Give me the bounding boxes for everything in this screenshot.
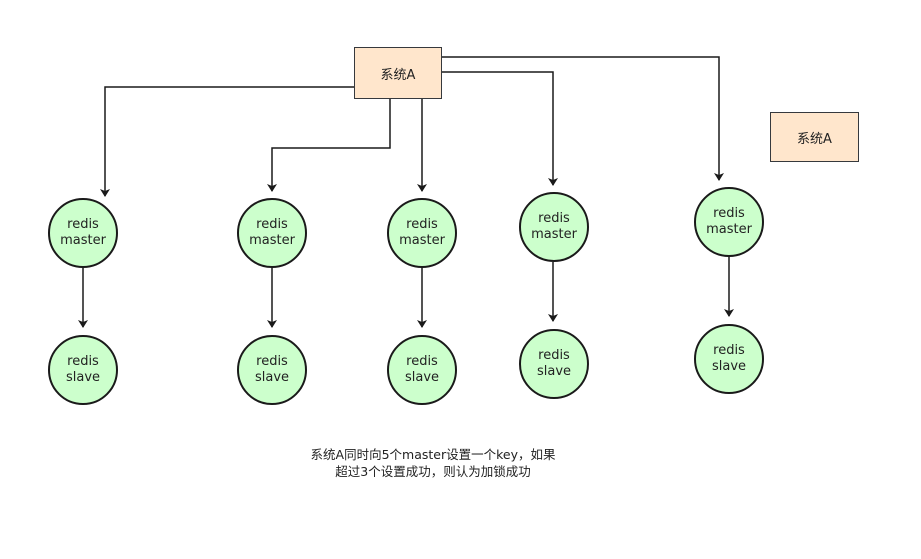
connector-system-to-master-5 [442,56,724,181]
node-label-line: redis [256,217,288,232]
system-a-box: 系统A [354,47,442,99]
node-label-line: redis [67,217,99,232]
system-a-label: 系统A [380,67,416,83]
node-label-line: redis [538,348,570,363]
connector-system-to-master-1 [100,86,355,197]
node-label-line: redis [538,211,570,226]
redis-slave-node-2: redis slave [237,335,307,405]
node-label-line: master [399,233,445,248]
node-label-line: master [249,233,295,248]
node-label-line: master [60,233,106,248]
diagram-caption: 系统A同时向5个master设置一个key，如果 超过3个设置成功，则认为加锁成… [283,446,583,480]
node-label-line: redis [256,354,288,369]
redis-master-node-5: redis master [694,187,764,257]
redis-master-node-1: redis master [48,198,118,268]
node-label-line: slave [404,370,440,385]
caption-line-1: 系统A同时向5个master设置一个key，如果 [310,447,556,462]
node-label-line: redis [713,206,745,221]
node-label-line: master [706,222,752,237]
node-label-line: redis [67,354,99,369]
legend-system-a-box: 系统A [770,112,859,162]
connector-system-to-master-2 [267,99,391,192]
node-label-line: slave [536,364,572,379]
redis-master-node-4: redis master [519,192,589,262]
node-label-line: slave [711,359,747,374]
redis-slave-node-1: redis slave [48,335,118,405]
caption-line-2: 超过3个设置成功，则认为加锁成功 [335,464,531,479]
node-label-line: redis [406,217,438,232]
node-label-line: master [531,227,577,242]
node-label-line: slave [65,370,101,385]
redis-master-node-2: redis master [237,198,307,268]
redis-slave-node-5: redis slave [694,324,764,394]
redis-slave-node-3: redis slave [387,335,457,405]
connector-system-to-master-4 [442,71,558,186]
node-label-line: redis [406,354,438,369]
node-label-line: redis [713,343,745,358]
redis-slave-node-4: redis slave [519,329,589,399]
node-label-line: slave [254,370,290,385]
redis-master-node-3: redis master [387,198,457,268]
legend-system-a-label: 系统A [797,131,832,147]
